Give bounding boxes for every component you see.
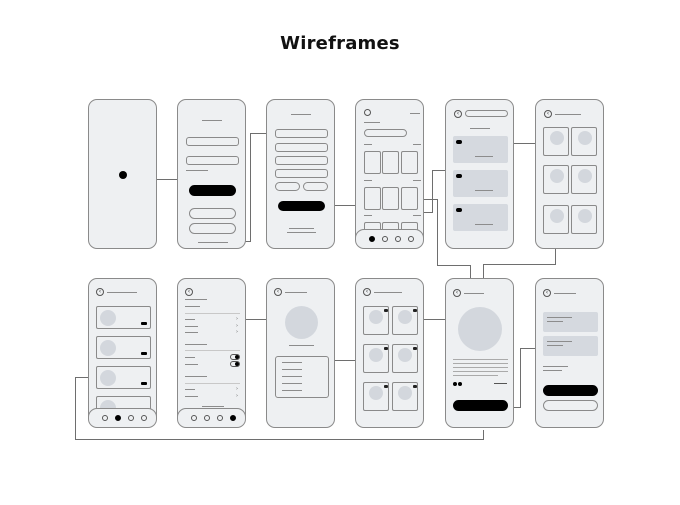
cart-item[interactable] (543, 312, 598, 332)
category-card[interactable] (453, 136, 508, 163)
favorite-card[interactable] (392, 382, 418, 411)
screen-product-detail: ‹ (445, 278, 514, 428)
back-icon[interactable]: ‹ (96, 288, 104, 296)
favorite-card[interactable] (363, 344, 389, 373)
login-button[interactable] (189, 185, 236, 196)
search-input[interactable] (364, 129, 407, 137)
screen-settings: ‹ › › › › › (177, 278, 246, 428)
field-1[interactable] (275, 129, 328, 138)
tab-1[interactable] (191, 415, 197, 421)
field-3[interactable] (275, 156, 328, 165)
screen-favorites-grid: ‹ (355, 278, 424, 428)
category-tile[interactable] (382, 187, 399, 210)
order-item[interactable] (96, 336, 151, 359)
back-icon[interactable]: ‹ (453, 289, 461, 297)
tab-4[interactable] (141, 415, 147, 421)
tab-2[interactable] (204, 415, 210, 421)
password-field[interactable] (186, 156, 239, 165)
favorite-card[interactable] (363, 382, 389, 411)
category-tile[interactable] (401, 187, 418, 210)
screen-signup (266, 99, 335, 249)
profile-avatar (285, 306, 318, 339)
product-card[interactable] (543, 205, 569, 234)
signup-link[interactable] (198, 242, 228, 243)
tab-3[interactable] (395, 236, 401, 242)
add-to-cart-button[interactable] (453, 400, 508, 411)
page-title: Wireframes (280, 33, 400, 54)
product-image (458, 307, 502, 351)
tab-settings[interactable] (230, 415, 236, 421)
order-item[interactable] (96, 306, 151, 329)
cart-item[interactable] (543, 336, 598, 356)
screen-profile: ‹ (266, 278, 335, 428)
field-4[interactable] (275, 169, 328, 178)
back-icon[interactable]: ‹ (363, 288, 371, 296)
social-login-button[interactable] (189, 208, 236, 219)
back-icon[interactable]: ‹ (454, 110, 462, 118)
tab-home[interactable] (369, 236, 375, 242)
screen-cart-checkout: ‹ (535, 278, 604, 428)
order-item[interactable] (96, 366, 151, 389)
tab-bar (356, 229, 423, 248)
screen-category-list: ‹ (445, 99, 514, 249)
category-card[interactable] (453, 170, 508, 197)
tab-4[interactable] (408, 236, 414, 242)
back-icon[interactable]: ‹ (544, 110, 552, 118)
tab-bar (89, 408, 156, 427)
social-login-button-2[interactable] (189, 223, 236, 234)
tab-2[interactable] (382, 236, 388, 242)
product-card[interactable] (571, 165, 597, 194)
toggle-1[interactable] (230, 354, 240, 360)
signup-button[interactable] (278, 201, 325, 211)
category-card[interactable] (453, 204, 508, 231)
product-card[interactable] (571, 205, 597, 234)
back-icon[interactable]: ‹ (185, 288, 193, 296)
back-icon[interactable]: ‹ (274, 288, 282, 296)
search-input[interactable] (465, 110, 508, 117)
tab-3[interactable] (217, 415, 223, 421)
favorite-card[interactable] (363, 306, 389, 335)
category-tile[interactable] (364, 187, 381, 210)
screen-splash (88, 99, 157, 249)
favorite-card[interactable] (392, 344, 418, 373)
product-card[interactable] (543, 165, 569, 194)
product-card[interactable] (571, 127, 597, 156)
screen-orders-list: ‹ (88, 278, 157, 428)
product-card[interactable] (543, 127, 569, 156)
avatar-icon[interactable] (364, 109, 371, 116)
toggle-2[interactable] (230, 361, 240, 367)
checkout-button[interactable] (543, 385, 598, 396)
option-right[interactable] (303, 182, 328, 191)
tab-1[interactable] (102, 415, 108, 421)
field-2[interactable] (275, 143, 328, 152)
screen-home (355, 99, 424, 249)
continue-shopping-button[interactable] (543, 400, 598, 411)
back-icon[interactable]: ‹ (543, 289, 551, 297)
screen-product-grid: ‹ (535, 99, 604, 249)
favorite-card[interactable] (392, 306, 418, 335)
option-left[interactable] (275, 182, 300, 191)
screen-login (177, 99, 246, 249)
logo-dot (119, 171, 127, 179)
tab-orders[interactable] (115, 415, 121, 421)
tab-3[interactable] (128, 415, 134, 421)
tab-bar (178, 408, 245, 427)
email-field[interactable] (186, 137, 239, 146)
profile-menu[interactable] (275, 356, 329, 398)
